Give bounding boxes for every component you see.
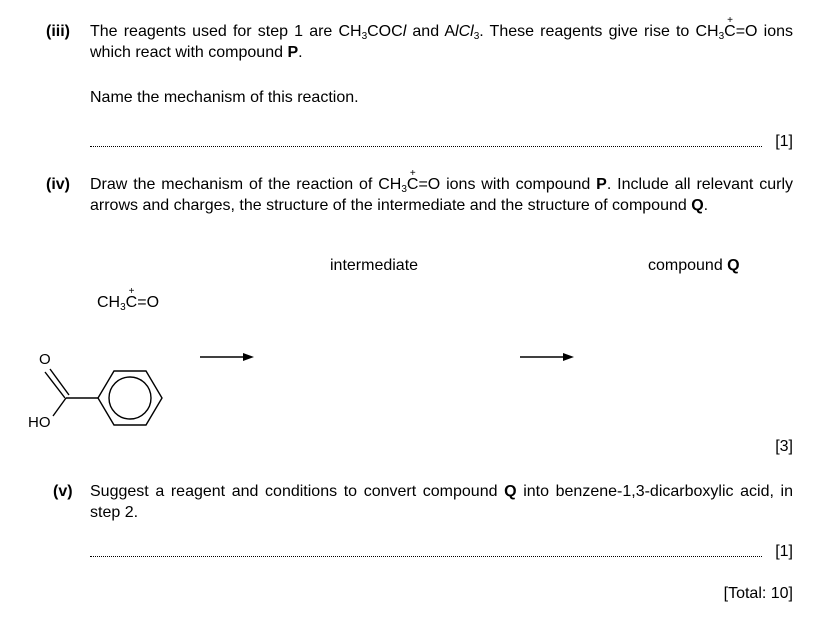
subscript: 3 — [361, 31, 368, 42]
subscript: 3 — [401, 184, 407, 195]
cation-carbon: C — [407, 164, 419, 196]
text: . Include all relevant curly arrows and … — [90, 176, 793, 214]
text: CH — [378, 176, 402, 193]
text: =O — [418, 176, 441, 193]
text: . — [298, 43, 303, 61]
question-label-iii: (iii) — [46, 23, 70, 40]
compound-p: P — [287, 43, 299, 61]
question-label-iv: (iv) — [46, 176, 70, 193]
total-marks: [Total: 10] — [723, 585, 793, 602]
cation-carbon: C — [126, 282, 138, 313]
answer-line-v[interactable] — [90, 556, 762, 557]
benzene-ring — [97, 370, 163, 426]
answer-line-iii[interactable] — [90, 146, 762, 147]
text: =O — [137, 294, 160, 311]
carbonyl-oxygen: O — [39, 351, 51, 368]
text: lCl — [455, 23, 474, 40]
text: l — [402, 23, 407, 40]
c-oh-bond — [52, 397, 67, 417]
text: into benzene-1,3-dicarboxylic acid, in s… — [90, 483, 794, 521]
intermediate-label: intermediate — [330, 257, 419, 274]
aromatic-circle — [108, 376, 152, 420]
arrow-1 — [200, 353, 254, 361]
acylium-ion: CH3C=O — [97, 282, 160, 313]
subscript: 3 — [718, 31, 725, 42]
marks-iv: [3] — [775, 438, 793, 455]
text: Draw the mechanism of the reaction of — [90, 176, 379, 193]
text: compound — [648, 257, 728, 274]
text: . — [703, 196, 709, 214]
subscript: 3 — [120, 302, 126, 313]
text: ions which react with compound — [90, 23, 793, 61]
marks-iii: [1] — [775, 133, 793, 150]
text: COC — [367, 23, 403, 40]
question-iv-text: Draw the mechanism of the reaction of CH… — [90, 164, 793, 216]
benzoic-acid-structure — [44, 368, 163, 426]
compound-q: Q — [727, 257, 740, 274]
subscript: 3 — [473, 31, 480, 42]
text: The reagents used for step 1 are CH — [90, 23, 362, 40]
question-iii-text: The reagents used for step 1 are CH3COCl… — [90, 11, 793, 63]
marks-v: [1] — [775, 543, 793, 560]
carbonyl-bond — [44, 371, 66, 399]
compound-q-label: compound Q — [648, 256, 740, 276]
text: . These reagents give rise to — [479, 23, 696, 40]
text: and A — [406, 23, 456, 40]
cation-carbon: C — [724, 11, 736, 43]
question-label-v: (v) — [53, 483, 73, 500]
compound-q: Q — [691, 196, 704, 214]
compound-p: P — [596, 176, 607, 193]
carbonyl-bond — [49, 368, 70, 396]
question-iii-prompt: Name the mechanism of this reaction. — [90, 89, 359, 106]
question-v-text: Suggest a reagent and conditions to conv… — [90, 482, 793, 523]
hydroxyl-group: HO — [28, 414, 51, 431]
text: CH — [97, 294, 121, 311]
text: Suggest a reagent and conditions to conv… — [90, 483, 505, 500]
text: =O — [735, 23, 758, 40]
reaction-scheme — [44, 353, 574, 426]
text: ions with compound — [440, 176, 597, 193]
compound-q: Q — [504, 483, 517, 500]
text: CH — [695, 23, 719, 40]
arrow-2 — [520, 353, 574, 361]
